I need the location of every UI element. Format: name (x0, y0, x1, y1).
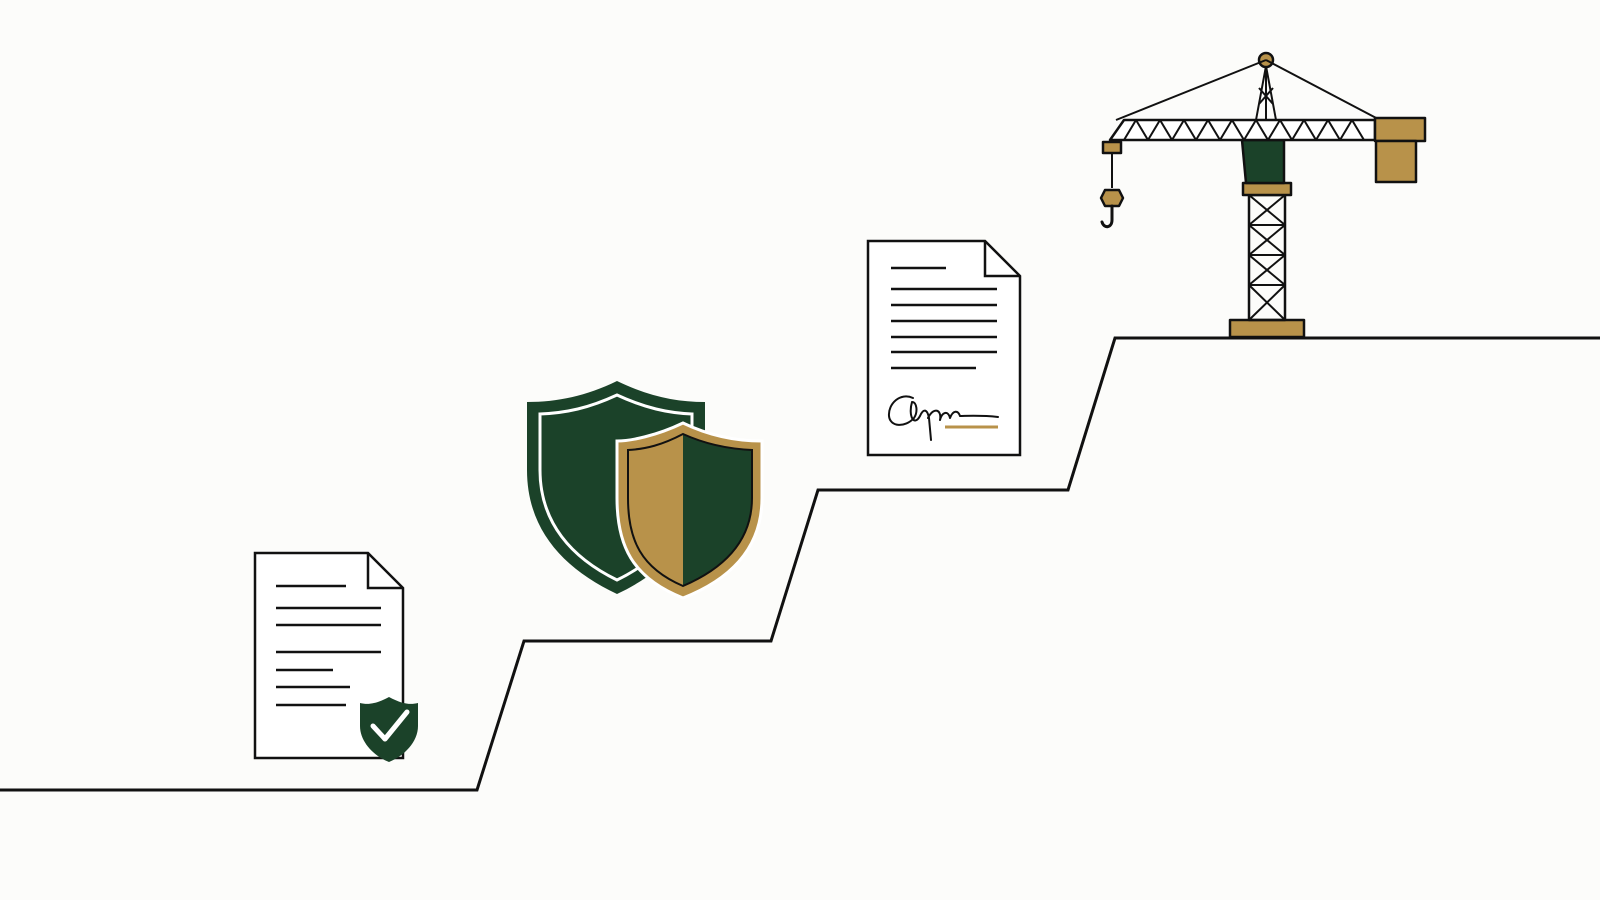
crane-counterweight (1374, 139, 1418, 184)
document-fold (366, 553, 403, 590)
crane-base (1228, 318, 1306, 339)
crane-front-cable (1115, 59, 1267, 121)
signed-contract-icon (866, 239, 1022, 457)
crane-counterweight-top (1373, 116, 1427, 143)
gold-shield (615, 421, 764, 600)
crane-cab (1240, 138, 1286, 185)
contract-page (866, 239, 1022, 457)
crane-hook (1100, 204, 1114, 229)
crane-hook-block (1099, 188, 1125, 208)
shield-icon (527, 381, 764, 600)
document-check-icon (253, 551, 418, 762)
crane-rear-cable (1265, 59, 1381, 121)
crane-mast (1255, 65, 1277, 121)
shield-check-badge (360, 697, 418, 762)
staircase-line (0, 336, 1600, 792)
document-text-lines (276, 584, 381, 707)
contract-text-lines (891, 266, 997, 370)
signature-scribble (887, 395, 999, 441)
check-mark-icon (370, 709, 410, 742)
crane-jib-lattice (1123, 119, 1365, 141)
crane-trolley (1101, 140, 1123, 155)
tower-crane-icon (1099, 51, 1427, 339)
crane-tower-lattice (1248, 194, 1286, 321)
contract-fold (983, 241, 1020, 278)
crane-collar (1241, 181, 1293, 197)
